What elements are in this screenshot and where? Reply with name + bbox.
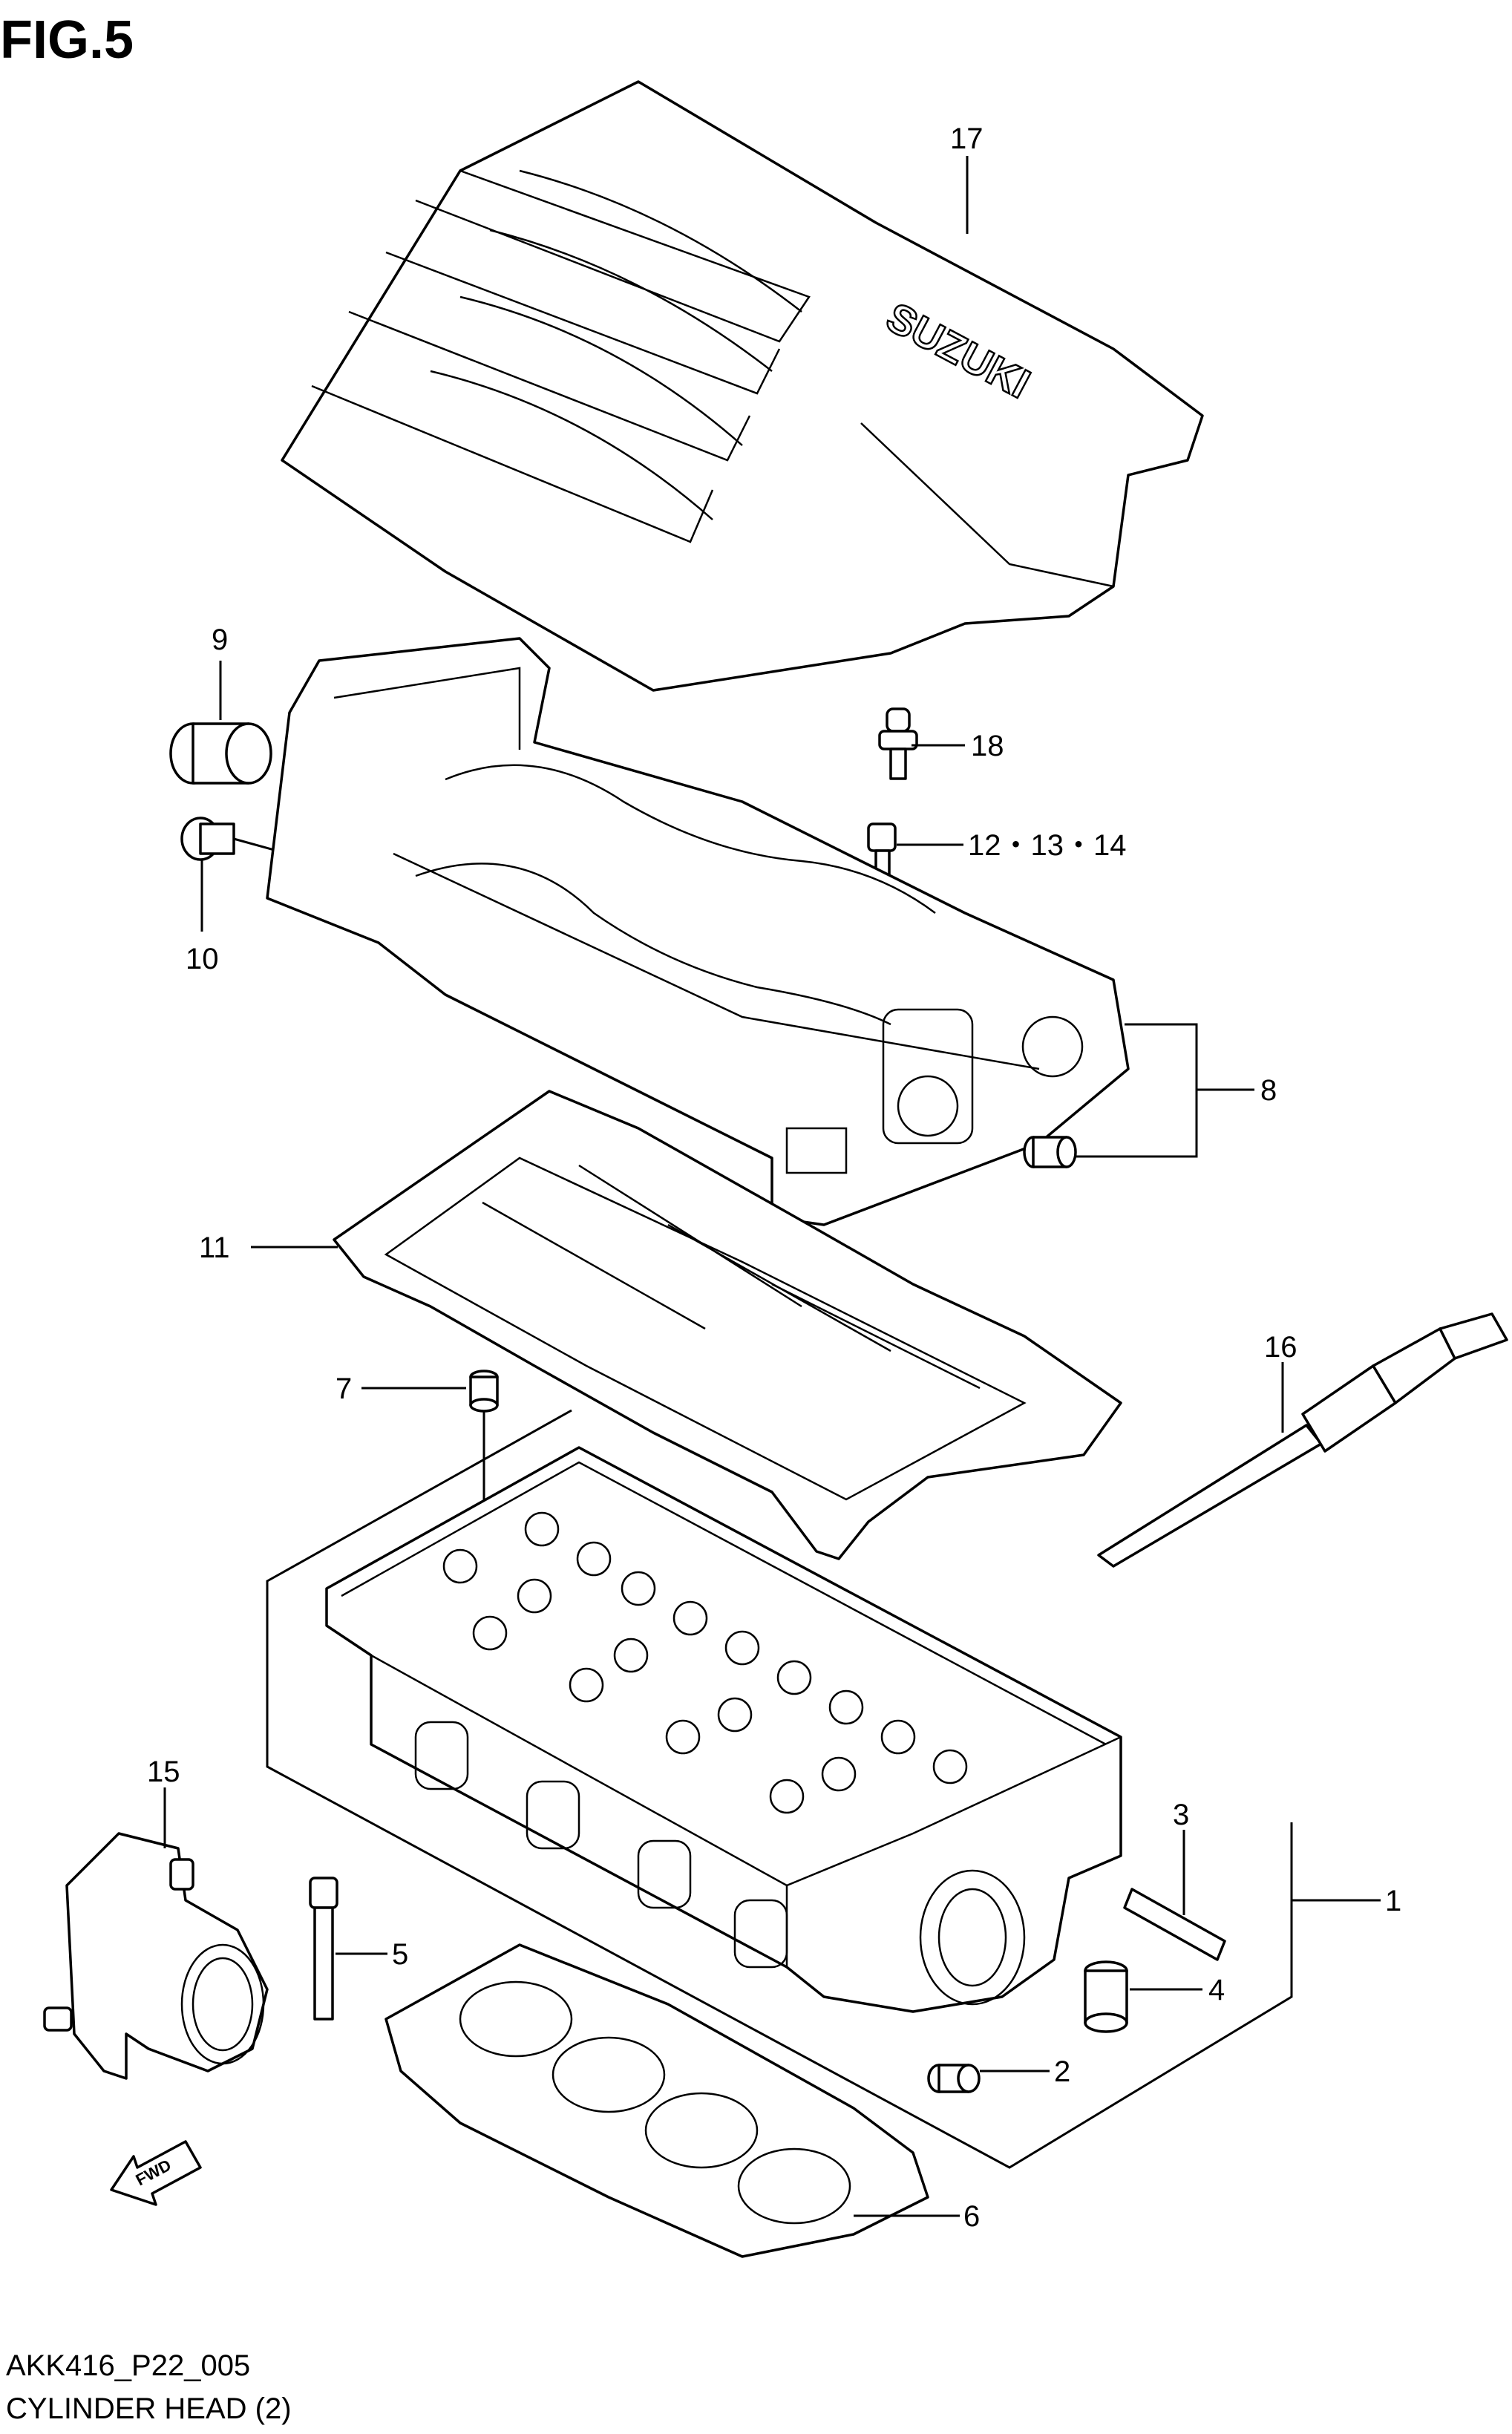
fwd-arrow-icon: FWD bbox=[110, 2140, 202, 2206]
bolt-part-5[interactable] bbox=[309, 1877, 338, 2021]
callout-12-13-14: 12・13・14 bbox=[968, 829, 1126, 862]
stud-part-3[interactable] bbox=[1123, 1888, 1226, 1961]
callout-3: 3 bbox=[1173, 1799, 1189, 1831]
dowel-part-7[interactable] bbox=[469, 1370, 499, 1413]
callout-10: 10 bbox=[186, 943, 219, 975]
callout-6: 6 bbox=[963, 2200, 980, 2233]
dowel-part-4[interactable] bbox=[1084, 1960, 1128, 2033]
callout-8: 8 bbox=[1260, 1074, 1277, 1107]
camshaft-housing-part-8[interactable] bbox=[266, 637, 1130, 1226]
diagram-caption: CYLINDER HEAD (2) bbox=[6, 2392, 292, 2425]
cylinder-head-part-1[interactable] bbox=[325, 1446, 1122, 2013]
callout-15: 15 bbox=[147, 1756, 180, 1788]
housing-part-15[interactable] bbox=[43, 1832, 269, 2080]
callout-11: 11 bbox=[199, 1231, 230, 1264]
intake-ports bbox=[414, 1721, 788, 1969]
callout-4: 4 bbox=[1208, 1974, 1225, 2006]
gasket-part-11[interactable] bbox=[333, 1090, 1122, 1560]
engine-cover-part-17[interactable]: SUZUKI bbox=[281, 80, 1204, 692]
figure-title: FIG.5 bbox=[0, 10, 134, 70]
dowel-part-8[interactable] bbox=[1023, 1136, 1077, 1168]
plug-part-10[interactable] bbox=[180, 817, 409, 889]
diagram-code: AKK416_P22_005 bbox=[6, 2349, 250, 2382]
stud-part-18[interactable] bbox=[878, 707, 918, 780]
callout-16: 16 bbox=[1264, 1331, 1297, 1364]
plug-part-9[interactable] bbox=[169, 722, 272, 785]
callout-17: 17 bbox=[950, 122, 984, 155]
glow-plug-part-16[interactable] bbox=[1097, 1312, 1508, 1568]
valve-springs bbox=[442, 1511, 968, 1814]
callout-7: 7 bbox=[336, 1373, 352, 1405]
callout-5: 5 bbox=[392, 1938, 408, 1971]
callout-9: 9 bbox=[212, 624, 228, 656]
callout-2: 2 bbox=[1054, 2055, 1070, 2088]
callout-1: 1 bbox=[1385, 1885, 1401, 1917]
dowel-part-2[interactable] bbox=[927, 2064, 981, 2093]
callout-18: 18 bbox=[971, 730, 1004, 762]
